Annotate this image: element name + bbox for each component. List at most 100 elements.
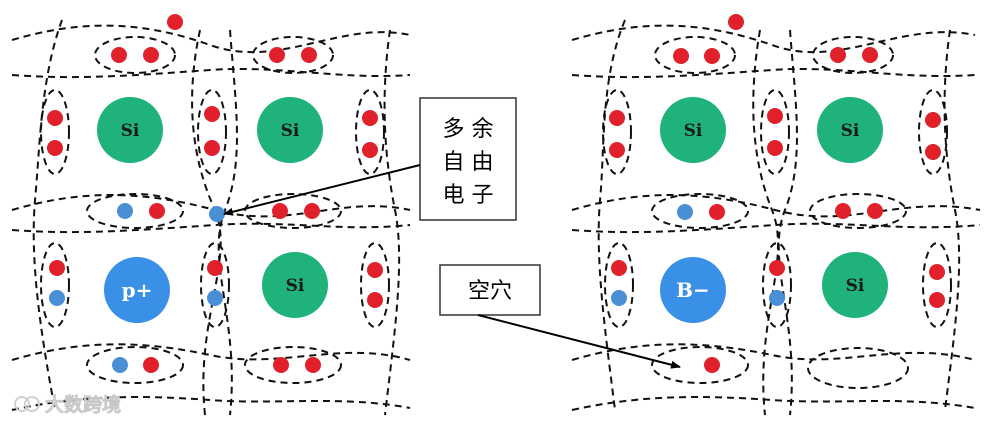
callout-arrow [477, 314, 681, 369]
bond-curve [571, 396, 976, 411]
bond-ellipse [244, 193, 342, 229]
atom-label: Si [286, 276, 305, 296]
watermark: 大数跨境 [14, 393, 121, 416]
bound-electron [204, 106, 220, 122]
bond-ellipse [762, 242, 792, 328]
si-atom [97, 97, 163, 163]
callout-line: 多 余 [443, 117, 494, 142]
watermark-logo-icon [24, 396, 40, 412]
bond-ellipse [807, 347, 909, 389]
bound-electron [929, 292, 945, 308]
bond-curve [571, 343, 976, 361]
bond-ellipse [200, 242, 230, 328]
phosphorus-ion [104, 257, 170, 323]
bond-curve [571, 67, 976, 79]
bond-ellipse [651, 346, 749, 384]
si-atom [257, 97, 323, 163]
bound-electron [362, 142, 378, 158]
watermark-logo-icon [14, 396, 30, 412]
donor-electron [117, 203, 133, 219]
bound-electron [367, 262, 383, 278]
callout-text: 空穴 [468, 279, 512, 304]
bond-curve [597, 19, 626, 411]
bound-electron [49, 260, 65, 276]
bound-electron [367, 292, 383, 308]
bond-ellipse [40, 242, 70, 328]
atom-label: Si [121, 121, 140, 141]
bond-ellipse [86, 193, 184, 229]
bound-electron [611, 260, 627, 276]
bound-electron [767, 140, 783, 156]
atom-label: Si [684, 121, 703, 141]
bond-ellipse [760, 89, 790, 175]
bond-ellipse [604, 242, 634, 328]
bound-electron [609, 142, 625, 158]
bond-ellipse [40, 89, 70, 175]
bond-curve [571, 222, 981, 234]
bound-electron [111, 47, 127, 63]
bound-electron [47, 110, 63, 126]
donor-electron [207, 290, 223, 306]
excess-electron [728, 14, 744, 30]
right-electrons [609, 14, 945, 373]
bond-ellipse [602, 89, 632, 175]
bond-curve [571, 24, 976, 54]
bond-curve [752, 29, 779, 416]
left-electrons [47, 14, 383, 373]
donor-electron [112, 357, 128, 373]
boron-ion [660, 257, 726, 323]
si-atom [817, 97, 883, 163]
atom-label: Si [846, 276, 865, 296]
bond-curve [777, 29, 798, 416]
right-atoms: Si Si B− Si [660, 97, 888, 323]
bound-electron [269, 47, 285, 63]
si-atom [660, 97, 726, 163]
bond-ellipse [355, 89, 385, 175]
bond-ellipse [197, 89, 227, 175]
callout-line: 自 由 [443, 150, 494, 175]
watermark-text: 大数跨境 [45, 393, 121, 416]
bond-ellipse [86, 346, 184, 384]
bond-ellipse [654, 36, 736, 74]
bound-electron [767, 108, 783, 124]
bond-ellipse [252, 36, 334, 74]
bond-curve [32, 19, 63, 411]
bond-ellipse [918, 89, 948, 175]
left-atoms: Si Si p+ Si [97, 97, 328, 323]
bond-curve [11, 343, 411, 361]
bound-electron [925, 112, 941, 128]
atom-label: Si [841, 121, 860, 141]
si-atom [262, 252, 328, 318]
right-lattice [571, 19, 981, 416]
hole-callout: 空穴 [439, 264, 681, 369]
bond-ellipse [244, 346, 342, 384]
bound-electron [301, 47, 317, 63]
bound-electron [835, 203, 851, 219]
bound-electron [830, 47, 846, 63]
bound-electron [704, 357, 720, 373]
callout-line: 电 子 [443, 183, 494, 208]
bond-curve [571, 194, 981, 218]
bound-electron [273, 357, 289, 373]
bound-electron [769, 260, 785, 276]
bound-electron [149, 203, 165, 219]
callout-arrow [223, 164, 421, 216]
bound-electron [143, 357, 159, 373]
bond-curve [943, 29, 961, 411]
bound-electron [47, 140, 63, 156]
bound-electron [704, 48, 720, 64]
bond-ellipse [809, 193, 907, 229]
bound-electron [609, 110, 625, 126]
bound-electron [272, 203, 288, 219]
acceptor-electron [769, 290, 785, 306]
bond-ellipse [651, 193, 749, 229]
atom-label: p+ [122, 278, 153, 302]
acceptor-electron [611, 290, 627, 306]
bound-electron [673, 48, 689, 64]
donor-electron [49, 290, 65, 306]
bound-electron [867, 203, 883, 219]
acceptor-electron [677, 204, 693, 220]
bound-electron [204, 140, 220, 156]
si-atom [822, 252, 888, 318]
